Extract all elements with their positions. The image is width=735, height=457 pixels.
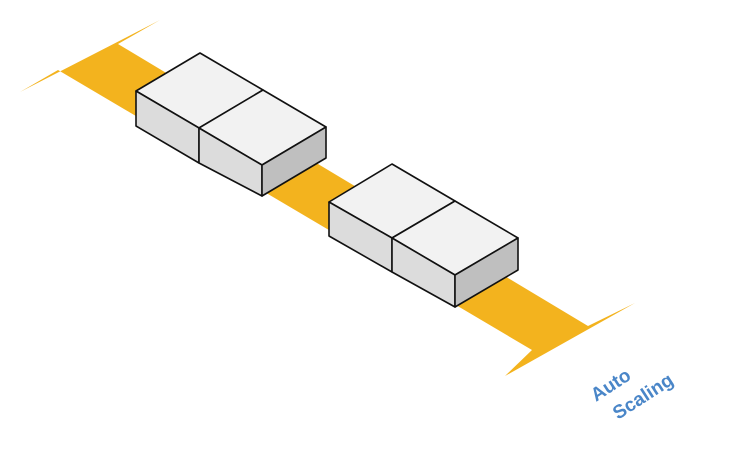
- scaling-arrow: [20, 20, 635, 376]
- instance-box: [198, 89, 327, 197]
- instance-box: [135, 52, 264, 164]
- instance-box: [391, 200, 519, 308]
- instance-box-right: [454, 237, 519, 308]
- auto-scaling-label: Auto Scaling: [587, 365, 677, 424]
- instance-box-right: [261, 126, 327, 197]
